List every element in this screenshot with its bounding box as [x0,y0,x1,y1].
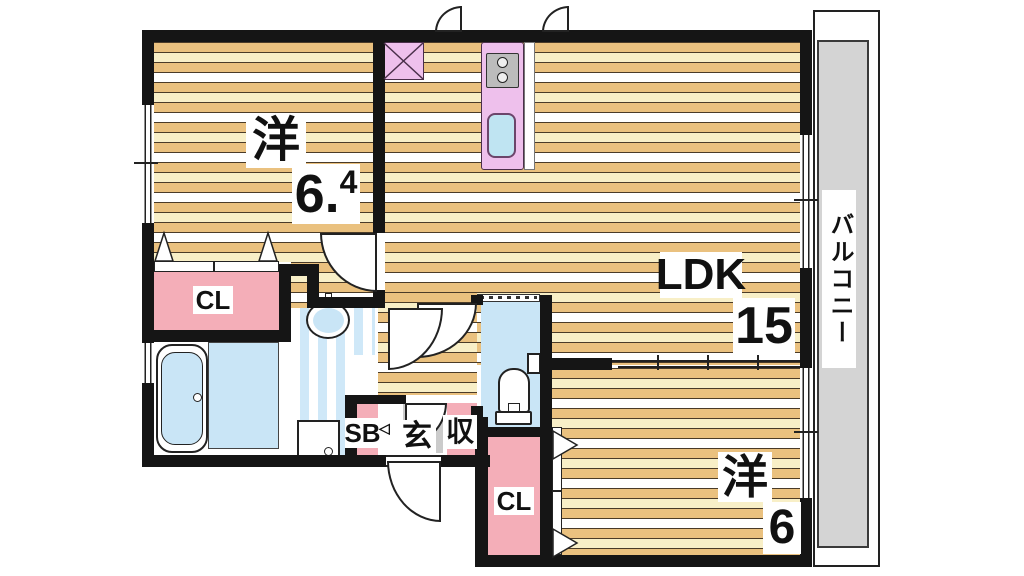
stove-burner-icon [497,57,508,68]
window-bedroom1-tick [134,162,158,164]
wall-left-b [142,223,154,343]
kitchen-sink [487,113,516,158]
ldk-size: 15 [733,298,795,354]
kitchen-counter-edge [524,42,535,170]
balcony-label: バルコニー [822,190,856,368]
bathtub-drain-icon [193,393,202,402]
pipe-space [383,42,424,80]
wall-step-vertical [475,417,488,567]
window-bedroom1 [142,105,154,223]
door-common-corridor-2 [542,6,569,32]
toilet-tank [495,411,532,425]
ldk-label: LDK [655,250,747,299]
wall-bottom-left [142,455,386,467]
wall-washroom-jog [307,264,319,308]
partition-tick [757,355,759,370]
wall-left-c [142,383,154,467]
partition-slider-line1 [612,360,800,362]
closet1-label: CL [193,286,233,314]
bedroom1-size-sup: 4 [339,164,358,200]
washbasin-bowl [313,308,344,333]
window-ldk-tick [794,199,818,201]
shoe-box-label: SB [344,418,381,448]
bedroom2-size: 6 [763,502,801,554]
wall-washroom-top-b [317,297,380,308]
wall-left-a [142,30,154,105]
bedroom1-size: 6.4 [292,164,360,224]
closet2-door-track [552,427,562,555]
window-bathroom [142,343,154,383]
window-bedroom2 [800,368,812,498]
partition-tick [707,355,709,370]
wall-entrance-top [345,395,406,404]
wall-right-b [800,268,812,368]
wall-right-a [800,30,812,135]
window-ldk [800,135,812,268]
closet1-track-divider [213,262,215,271]
storage-label: 収 [443,415,477,449]
toilet-window-hatch-dashes [480,296,537,299]
closet2-track-divider [553,490,561,492]
wall-closet2-top [475,427,552,437]
toilet-shelf [527,353,541,374]
entrance-label: 玄 [398,420,436,454]
wall-closet1-right [279,264,291,342]
wall-bedroom1-ldk [373,42,385,233]
bedroom2-label: 洋 [718,452,772,502]
window-bedroom2-tick [794,431,818,433]
bedroom1-label: 洋 [246,114,306,168]
wall-partition-solid [552,358,612,370]
partition-slider-line2 [618,366,800,368]
wall-bath-top [142,330,291,342]
closet2-label: CL [494,487,534,515]
wall-top [142,30,812,42]
bedroom1-size-main: 6. [294,164,340,224]
door-front-entry [387,461,441,522]
stove-burner-icon [497,72,508,83]
wall-bottom-right [476,555,812,567]
shoe-box-arrow-icon: ◁ [379,420,390,436]
bathroom-wet-floor [208,342,279,449]
wall-toilet-left-stub-top [471,295,483,305]
closet1-door-track [154,261,279,272]
door-common-corridor-1 [435,6,462,32]
partition-tick [657,355,659,370]
wall-right-c [800,498,812,567]
